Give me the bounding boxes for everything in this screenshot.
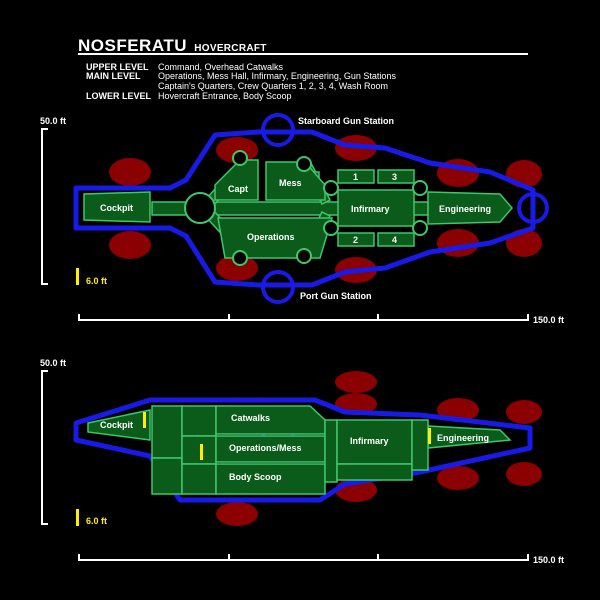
side-scale-label: 6.0 ft [86,516,107,526]
top-room-capt [214,159,259,201]
top-room-engineering [427,191,513,225]
hover-pad [437,466,479,490]
top-label-cockpit: Cockpit [100,203,133,213]
side-label-engineering: Engineering [437,433,489,443]
top-length-ruler [78,314,529,321]
top-scale-label: 6.0 ft [86,276,107,286]
top-label-q3: 3 [392,172,397,182]
top-label-capt: Capt [228,184,248,194]
top-room-q4 [377,232,415,247]
top-label-q1: 1 [353,172,358,182]
side-height-label: 50.0 ft [40,358,66,368]
legend-level-name: UPPER LEVEL [86,62,149,72]
hover-pad [216,502,258,526]
hover-pad [109,158,151,186]
side-room-frame [324,419,338,483]
top-room-cockpit [83,191,151,223]
port-gun-label: Port Gun Station [300,291,372,301]
side-room-body-scoop [215,463,326,495]
hover-pad [335,393,377,415]
hover-pad [335,371,377,393]
ship-type: HOVERCRAFT [194,43,267,54]
top-label-engineering: Engineering [439,204,491,214]
side-room-aft-frame [411,419,429,471]
junction-node [323,180,339,196]
side-label-cockpit: Cockpit [100,420,133,430]
hover-pad [109,231,151,259]
hover-pad [216,255,258,281]
legend-row-lower: LOWER LEVEL Hovercraft Entrance, Body Sco… [86,90,292,103]
side-room-frame [181,463,217,495]
hover-pad [437,229,479,257]
legend-row-upper: UPPER LEVEL Command, Overhead Catwalks [86,61,283,74]
legend-level-desc: Operations, Mess Hall, Infirmary, Engine… [158,71,396,81]
top-junctions [184,150,428,266]
top-label-mess: Mess [279,178,302,188]
legend-row-main: MAIN LEVEL Operations, Mess Hall, Infirma… [86,70,396,83]
side-view: 50.0 ft 6.0 ft 150.0 ft [40,358,564,565]
junction-node [323,220,339,236]
ship-name: NOSFERATU [78,36,188,55]
side-label-catwalks: Catwalks [231,413,270,423]
side-marker [428,428,431,444]
hover-pad [506,462,542,486]
side-room-frame [336,463,413,481]
side-room-frame [181,405,217,437]
side-length-ruler [78,554,529,561]
side-label-infirmary: Infirmary [350,436,389,446]
gun-turret [261,113,549,304]
side-height-dimension [41,370,48,525]
junction-node [296,156,312,172]
legend-row-main-cont: Captain's Quarters, Crew Quarters 1, 2, … [86,80,388,93]
junction-node [412,180,428,196]
top-hover-pads [109,135,542,283]
side-label-operations-mess: Operations/Mess [229,443,302,453]
top-room-q1 [337,169,375,184]
junction-node [184,192,216,224]
legend-level-desc: Captain's Quarters, Crew Quarters 1, 2, … [158,81,388,91]
legend-level-name: MAIN LEVEL [86,71,141,81]
side-marker [143,412,146,428]
junction-node [232,250,248,266]
top-room-infirmary [337,189,415,227]
legend-level-desc: Hovercraft Entrance, Body Scoop [158,91,292,101]
legend-level-desc: Command, Overhead Catwalks [158,62,284,72]
side-length-label: 150.0 ft [533,555,564,565]
top-label-q4: 4 [392,235,397,245]
top-room-q3 [377,169,415,184]
top-hull-outline [73,129,536,288]
side-room-cockpit [87,409,151,441]
side-room-fwd-frame [151,457,183,495]
junction-node [232,150,248,166]
top-length-label: 150.0 ft [533,315,564,325]
side-room-frame [181,435,217,465]
top-room-q2 [337,232,375,247]
side-room-fwd-frame [151,405,183,459]
top-view: 50.0 ft 6.0 ft 150.0 ft [40,113,564,325]
top-label-infirmary: Infirmary [351,204,390,214]
starboard-gun-label: Starboard Gun Station [298,116,394,126]
top-height-dimension [41,128,48,285]
side-marker [200,444,203,460]
side-scale-bar [76,509,79,526]
legend-level-name: LOWER LEVEL [86,91,151,101]
junction-node [412,220,428,236]
top-height-label: 50.0 ft [40,116,66,126]
title-underline [78,53,528,55]
page-title: NOSFERATU HOVERCRAFT [78,36,267,56]
top-label-operations: Operations [247,232,295,242]
side-label-body-scoop: Body Scoop [229,472,282,482]
hover-pad [506,400,542,424]
top-room-operations [217,217,334,259]
top-label-q2: 2 [353,235,358,245]
top-scale-bar [76,268,79,285]
junction-node [296,248,312,264]
